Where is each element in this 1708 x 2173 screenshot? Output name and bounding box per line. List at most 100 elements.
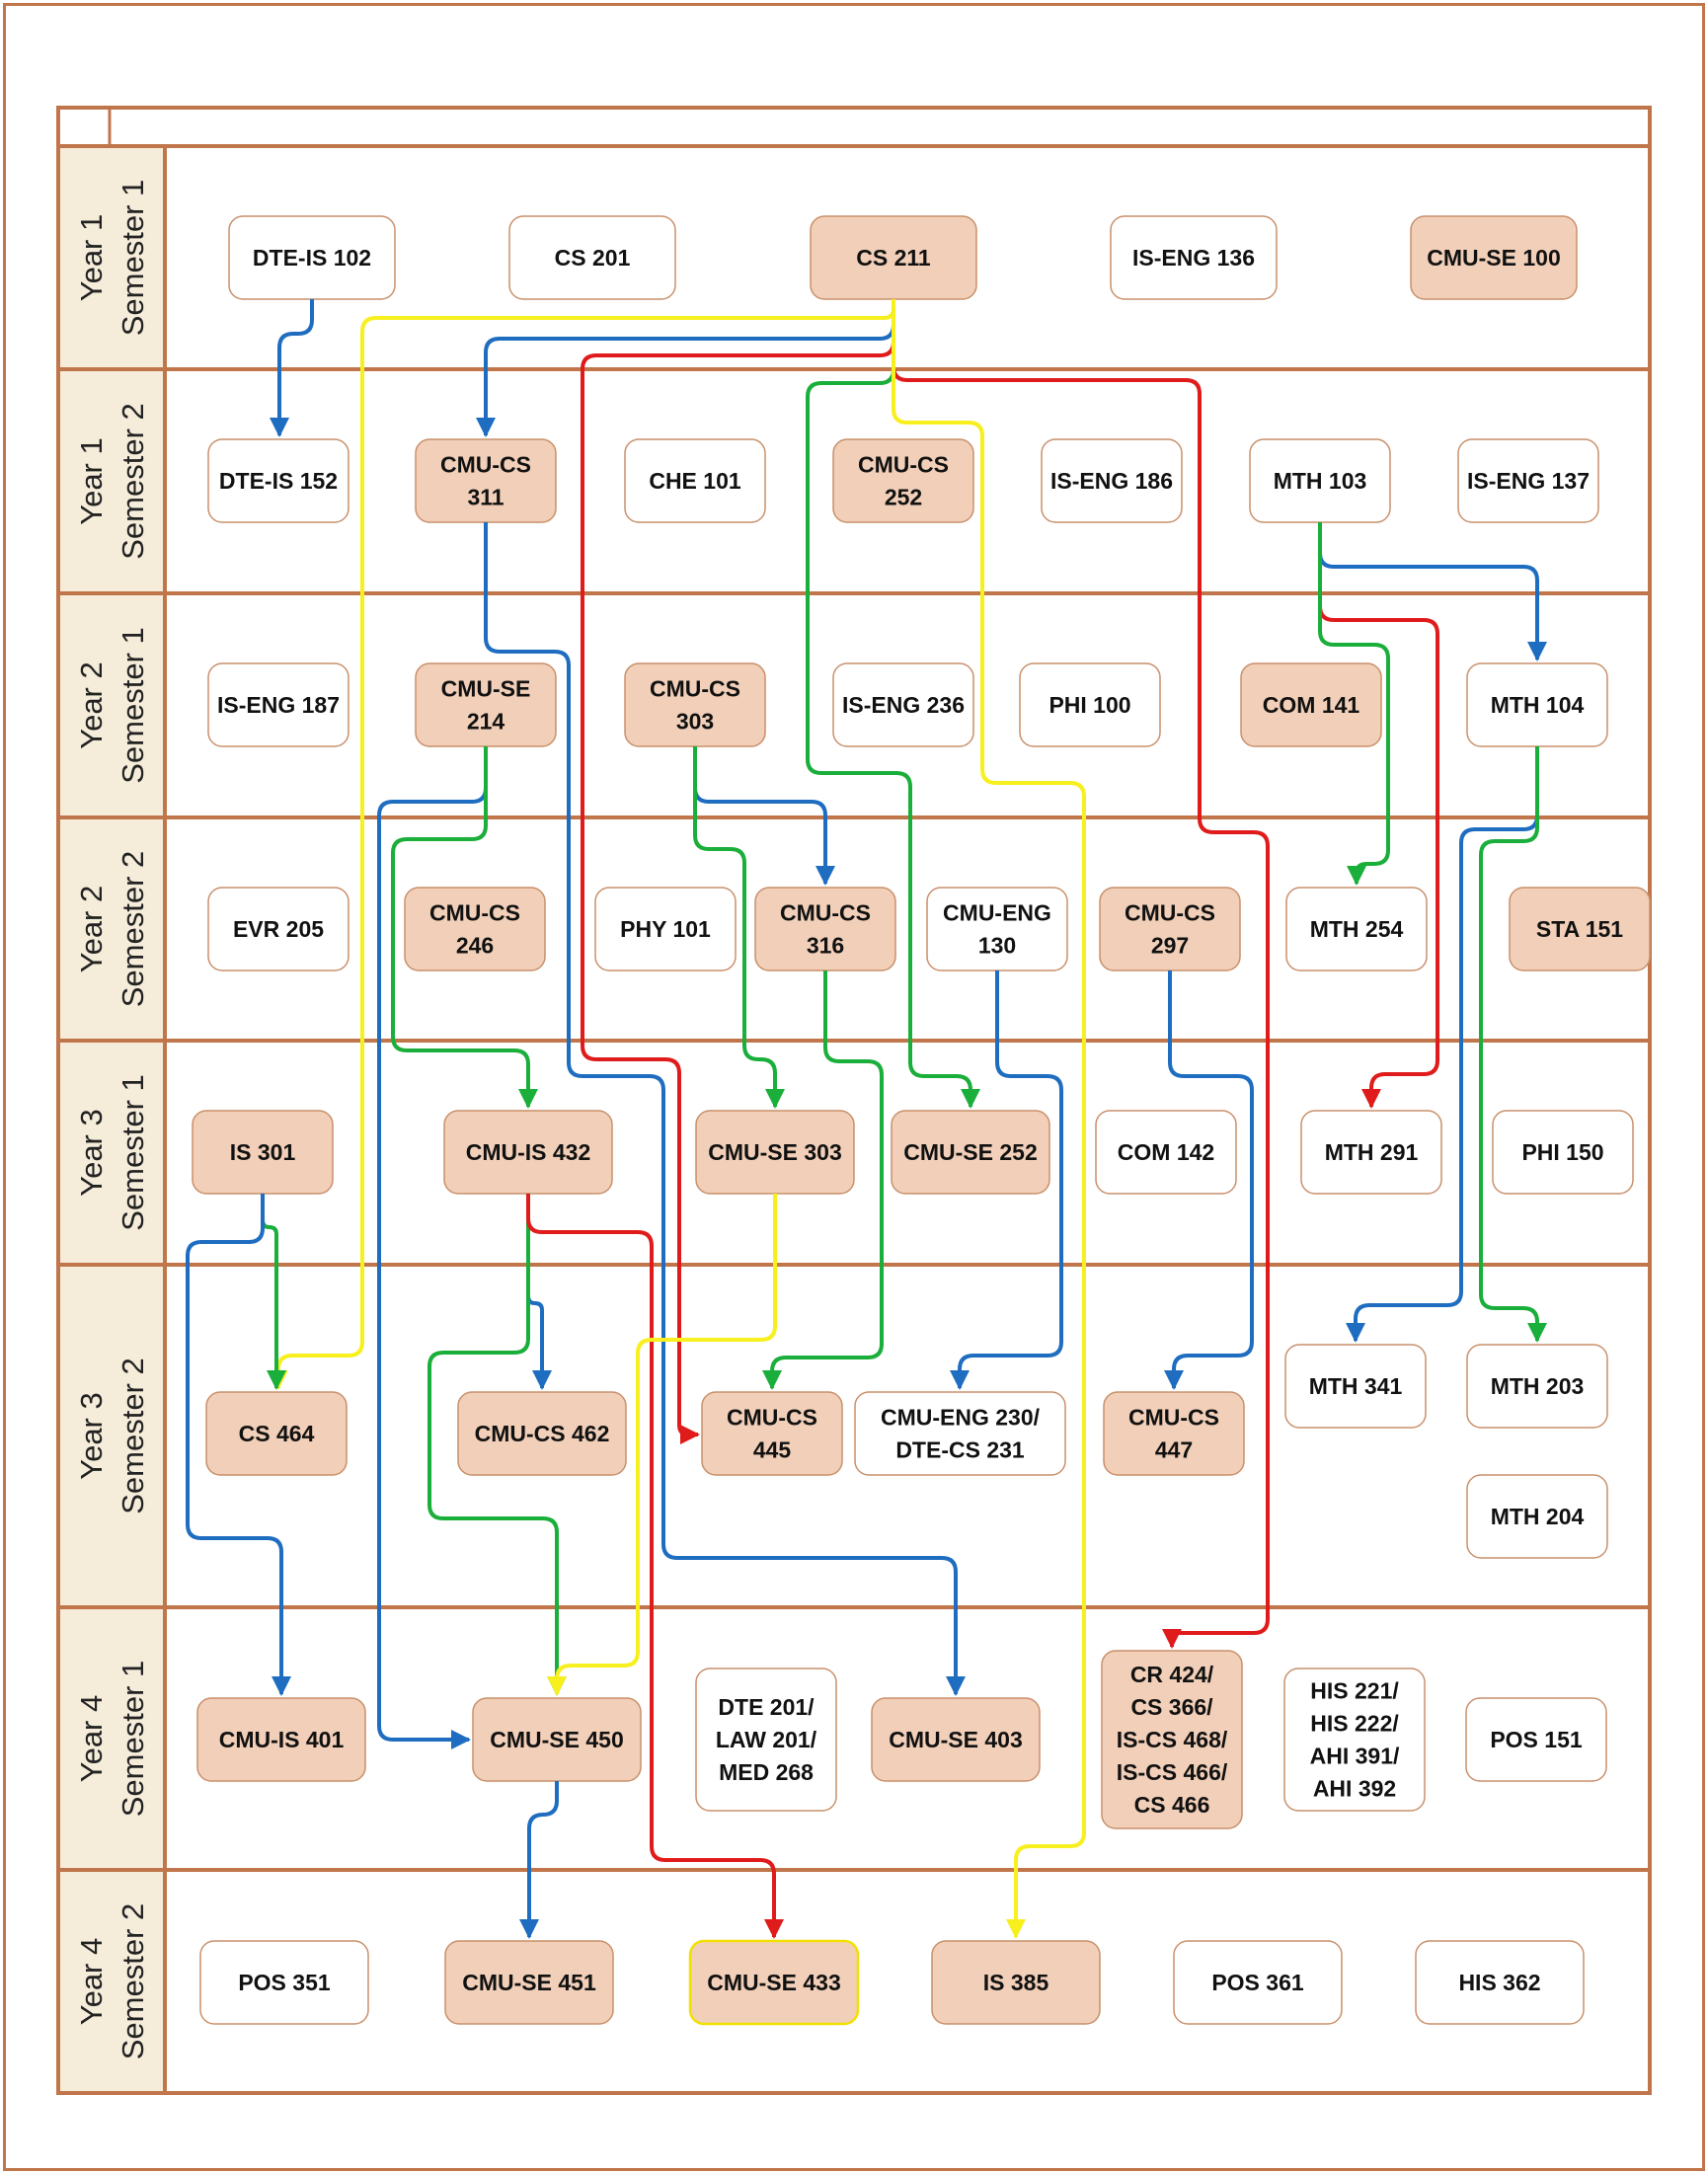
course-box-shape <box>701 1391 843 1476</box>
course-box-cmu-is-432: CMU-IS 432 <box>443 1110 613 1195</box>
course-box-is-eng-137: IS-ENG 137 <box>1457 438 1599 523</box>
course-box-com-142: COM 142 <box>1095 1110 1237 1195</box>
row-year-label: Year 3 <box>74 1109 109 1197</box>
course-box-mth-204: MTH 204 <box>1466 1474 1608 1559</box>
course-box-shape <box>871 1697 1041 1782</box>
course-code-text: 303 <box>676 709 714 735</box>
course-code-text: 130 <box>978 933 1016 959</box>
course-box-dte-201: DTE 201/LAW 201/MED 268 <box>695 1668 837 1812</box>
course-box-cmu-se-451: CMU-SE 451 <box>444 1940 614 2025</box>
course-box-cmu-se-303: CMU-SE 303 <box>695 1110 855 1195</box>
course-box-cmu-se-252: CMU-SE 252 <box>891 1110 1050 1195</box>
course-box-shape <box>404 887 546 971</box>
course-code-text: IS-ENG 186 <box>1050 468 1173 494</box>
course-box-phi-150: PHI 150 <box>1492 1110 1634 1195</box>
course-code-text: 311 <box>467 485 504 510</box>
course-code-text: CMU-SE 403 <box>889 1727 1022 1752</box>
course-code-text: CMU-CS <box>650 676 740 702</box>
prereq-arrow-mth-103-to-mth-291 <box>1318 522 1439 1109</box>
course-code-text: MTH 254 <box>1310 916 1404 942</box>
course-code-text: AHI 391/ <box>1310 1744 1400 1769</box>
prereq-arrow-cmu-se-450-to-cmu-se-451 <box>519 1781 559 1939</box>
label-column <box>58 146 165 2093</box>
course-box-shape <box>196 1697 366 1782</box>
course-box-shape <box>1284 1344 1427 1429</box>
prereq-arrow-dte-is-102-to-dte-is-152 <box>270 299 314 437</box>
course-box-shape <box>1492 1110 1634 1195</box>
prereq-arrow-cs-211-to-cmu-se-252 <box>806 299 980 1109</box>
prereq-arrow-cmu-se-214-to-cmu-is-432 <box>391 746 538 1109</box>
course-code-text: DTE-IS 152 <box>219 468 338 494</box>
course-box-shape <box>832 662 974 747</box>
course-code-text: HIS 222/ <box>1310 1711 1399 1737</box>
course-box-shape <box>1466 1474 1608 1559</box>
prereq-arrow-mth-103-to-mth-104 <box>1318 522 1547 661</box>
course-box-is-eng-187: IS-ENG 187 <box>207 662 349 747</box>
course-box-shape <box>1101 1650 1243 1829</box>
course-box-cmu-se-403: CMU-SE 403 <box>871 1697 1041 1782</box>
course-code-text: CMU-CS <box>440 452 531 478</box>
course-box-cs-464: CS 464 <box>205 1391 348 1476</box>
course-box-shape <box>1509 887 1651 971</box>
course-code-text: MED 268 <box>719 1759 814 1785</box>
course-box-pos-361: POS 361 <box>1173 1940 1343 2025</box>
prereq-arrow-is-301-to-cs-464 <box>261 1194 286 1390</box>
course-box-shape <box>594 887 737 971</box>
course-code-text: MTH 203 <box>1491 1373 1585 1399</box>
course-code-text: CMU-CS <box>429 900 520 926</box>
course-box-cs-201: CS 201 <box>508 215 676 300</box>
prereq-arrow-cmu-eng-130-to-cmu-eng-230 <box>950 970 1063 1390</box>
course-box-cmu-cs-462: CMU-CS 462 <box>457 1391 627 1476</box>
course-box-pos-151: POS 151 <box>1465 1697 1607 1782</box>
course-box-shape <box>832 438 974 523</box>
course-box-mth-341: MTH 341 <box>1284 1344 1427 1429</box>
row-year-label: Year 4 <box>74 1695 109 1783</box>
course-code-text: CHE 101 <box>649 468 741 494</box>
course-code-text: CS 366/ <box>1130 1694 1213 1720</box>
course-code-text: HIS 362 <box>1458 1970 1540 1995</box>
prerequisite-arrows <box>186 299 1547 1939</box>
course-box-shape <box>207 438 349 523</box>
course-code-text: CMU-CS <box>1125 900 1215 926</box>
course-code-text: CS 211 <box>856 245 931 271</box>
course-code-text: CMU-CS 462 <box>475 1421 610 1446</box>
course-code-text: CMU-CS <box>780 900 871 926</box>
course-box-is-301: IS 301 <box>192 1110 334 1195</box>
course-code-text: MTH 204 <box>1491 1504 1585 1529</box>
course-box-cmu-is-401: CMU-IS 401 <box>196 1697 366 1782</box>
prereq-arrow-cs-211-to-cmu-cs-445 <box>581 299 895 1444</box>
row-year-label: Year 4 <box>74 1938 109 2026</box>
grid-border <box>56 144 1652 2095</box>
course-box-cmu-cs-316: CMU-CS 316 <box>754 887 896 971</box>
course-code-text: PHY 101 <box>620 916 711 942</box>
course-code-text: 316 <box>807 933 844 959</box>
course-code-text: CMU-ENG <box>943 900 1051 926</box>
course-code-text: PHI 100 <box>1048 692 1130 718</box>
row-semester-label: Semester 2 <box>116 851 150 1008</box>
course-code-text: 252 <box>885 485 922 510</box>
row-semester-label: Semester 1 <box>116 1661 150 1818</box>
course-code-text: MTH 291 <box>1325 1139 1419 1165</box>
course-box-is-eng-236: IS-ENG 236 <box>832 662 974 747</box>
row-semester-label: Semester 1 <box>116 627 150 784</box>
course-code-text: COM 142 <box>1118 1139 1214 1165</box>
course-code-text: POS 151 <box>1490 1727 1583 1752</box>
course-code-text: IS-ENG 236 <box>842 692 965 718</box>
course-box-shape <box>457 1391 627 1476</box>
row-semester-label: Semester 1 <box>116 1074 150 1231</box>
row-semester-label: Semester 2 <box>116 1903 150 2060</box>
course-code-text: DTE-CS 231 <box>895 1437 1025 1463</box>
course-code-text: IS-CS 468/ <box>1117 1727 1228 1752</box>
course-box-shape <box>1240 662 1382 747</box>
prereq-arrow-cmu-is-432-to-cmu-se-450 <box>427 1194 567 1696</box>
course-box-sta-151: STA 151 <box>1509 887 1651 971</box>
course-code-text: CMU-SE 433 <box>707 1970 840 1995</box>
